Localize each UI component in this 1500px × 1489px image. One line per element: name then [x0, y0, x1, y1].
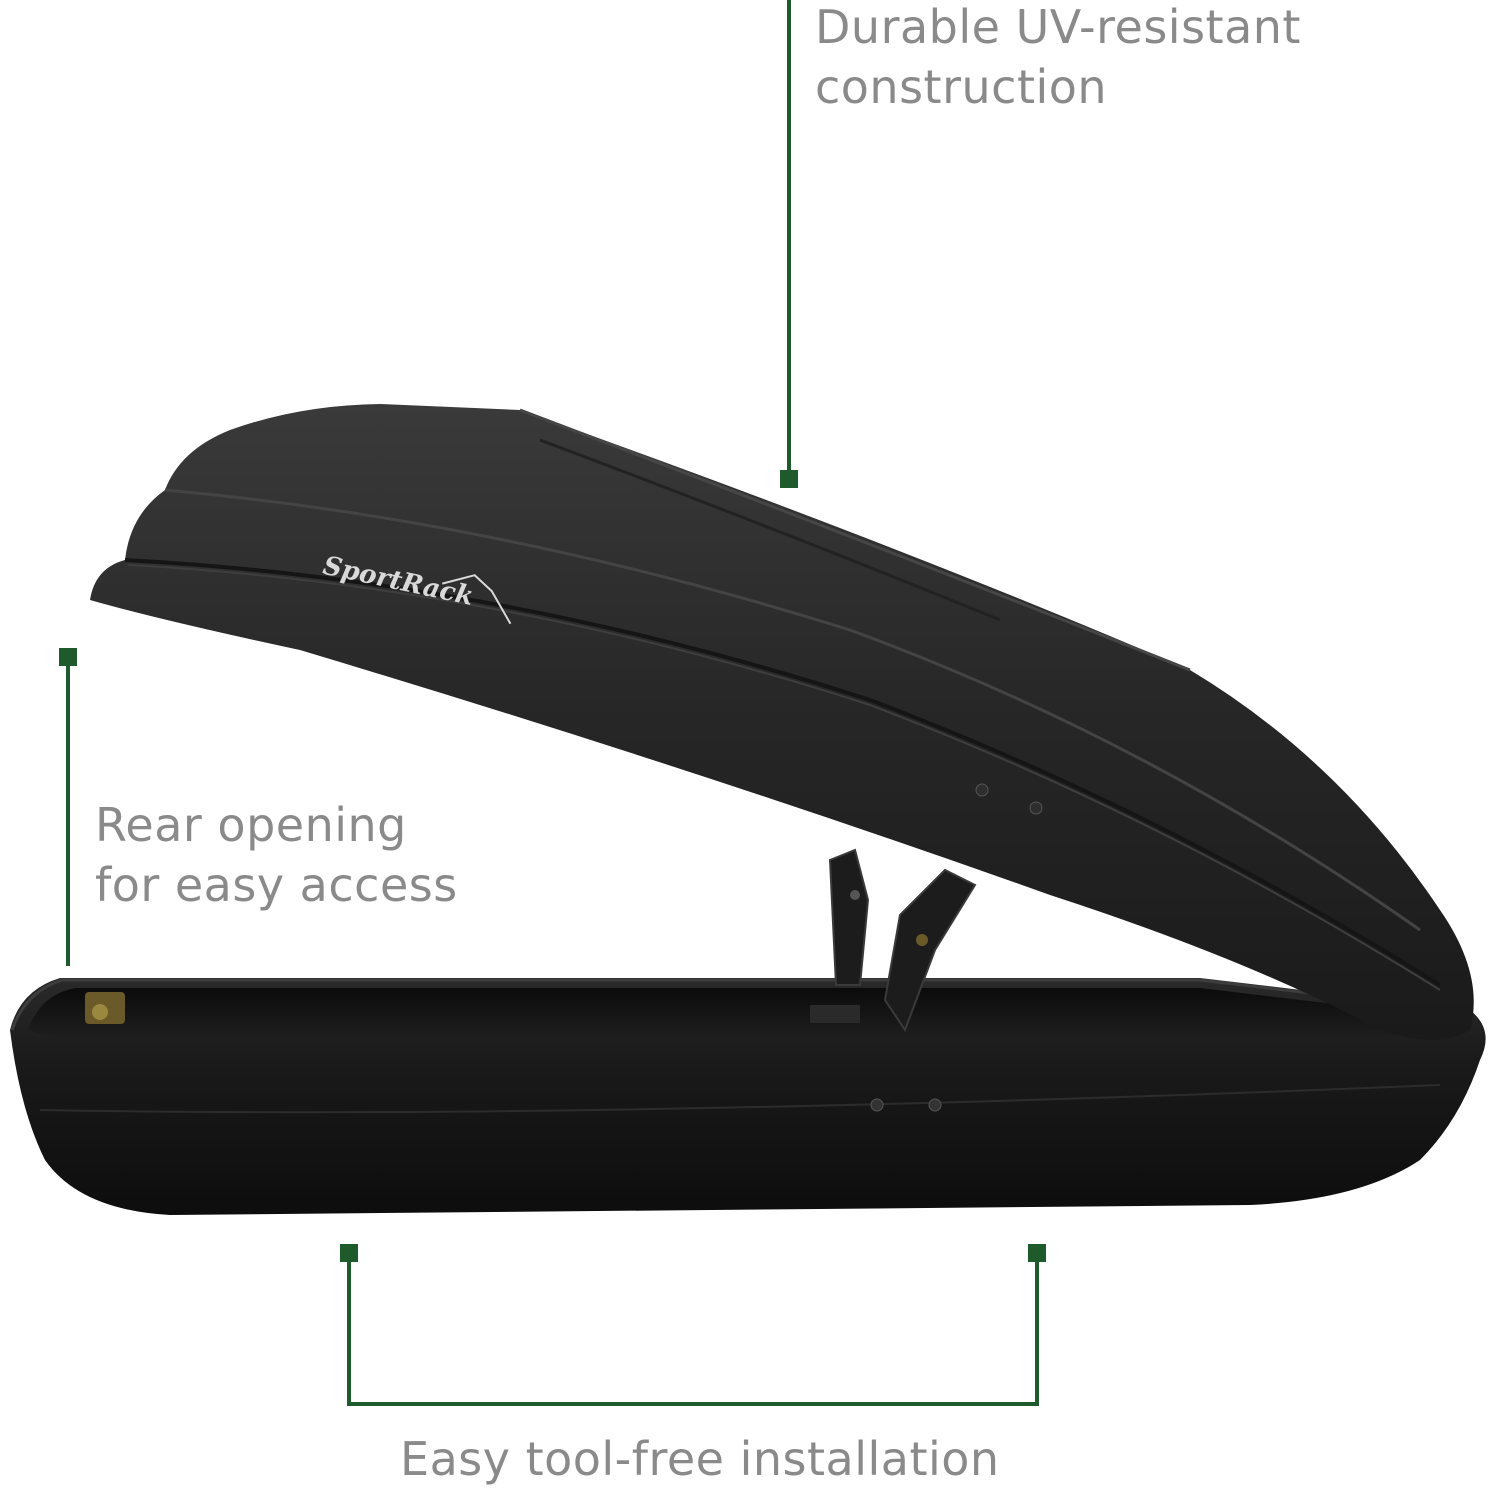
callout-marker: [340, 1244, 358, 1262]
callout-marker: [59, 648, 77, 666]
callout-installation: Easy tool-free installation: [400, 1429, 1000, 1489]
callout-rear-line1: Rear opening: [95, 798, 407, 852]
callout-rear-line2: for easy access: [95, 858, 458, 912]
callout-bracket-installation: [340, 1244, 1046, 1406]
callout-durable-line2: construction: [815, 60, 1108, 114]
callout-durable: Durable UV-resistant construction: [815, 0, 1301, 117]
callout-marker: [780, 470, 798, 488]
cargo-box-base: [10, 978, 1486, 1215]
callout-line-rear: [59, 648, 77, 966]
cargo-box-lid: SportRack: [90, 404, 1474, 1040]
callout-rear-opening: Rear opening for easy access: [95, 795, 458, 915]
lid-struts: [828, 848, 977, 1033]
callout-installation-text: Easy tool-free installation: [400, 1432, 1000, 1486]
callout-marker: [1028, 1244, 1046, 1262]
callout-line-durable: [780, 0, 798, 488]
callout-durable-line1: Durable UV-resistant: [815, 0, 1301, 54]
